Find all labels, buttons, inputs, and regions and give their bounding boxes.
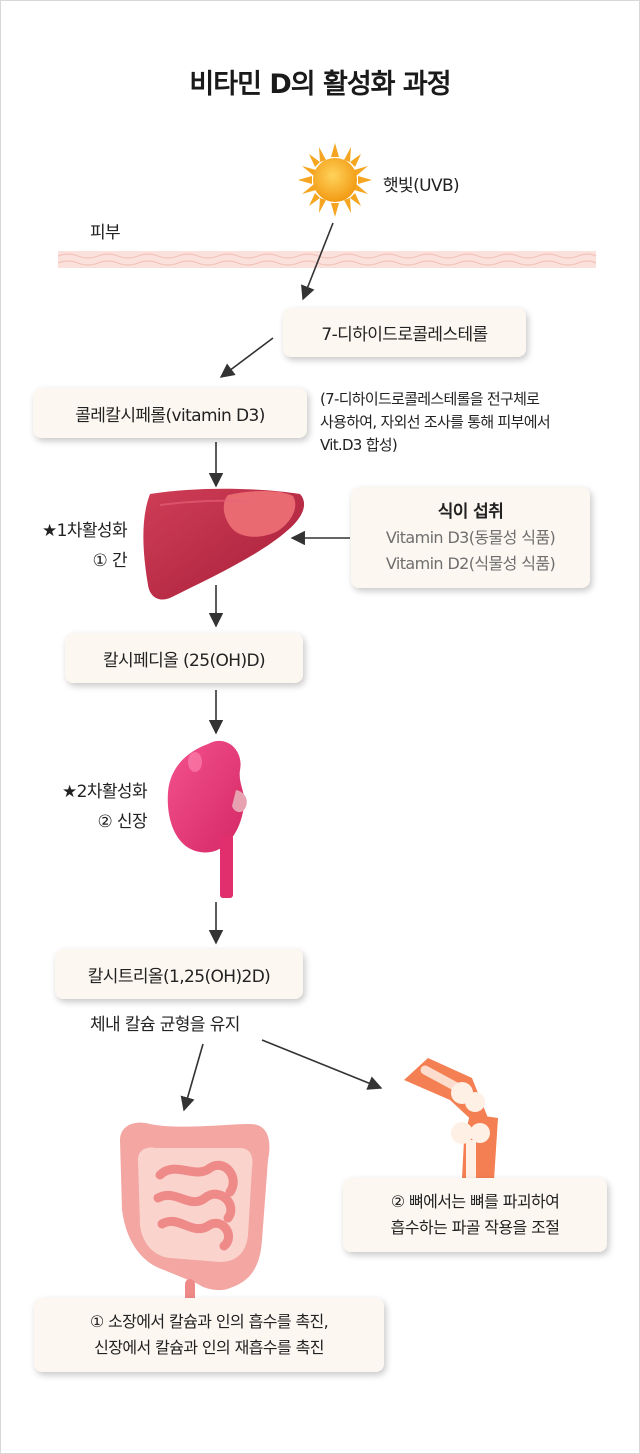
diet-title: 식이 섭취	[437, 501, 504, 522]
bone-effect-line: ② 뼈에서는 뼈를 파괴하여	[390, 1192, 560, 1211]
box-intestine-effect: ① 소장에서 칼슘과 인의 흡수를 촉진, 신장에서 칼슘과 인의 재흡수를 촉…	[34, 1298, 384, 1372]
box-calcifediol-text: 칼시페디올 (25(OH)D)	[102, 650, 266, 671]
d3-note-line: (7-디하이드로콜레스테롤을 전구체로	[320, 390, 540, 408]
box-cholecalciferol: 콜레칼시페롤(vitamin D3)	[33, 388, 307, 438]
intestine-icon	[120, 1122, 270, 1305]
kidney-icon	[167, 740, 247, 898]
bone-joint-icon	[404, 1058, 498, 1180]
box-calcifediol: 칼시페디올 (25(OH)D)	[65, 633, 303, 683]
box-calcitriol-text: 칼시트리올(1,25(OH)2D)	[87, 966, 271, 987]
calcium-balance-note: 체내 칼슘 균형을 유지	[90, 1015, 240, 1035]
diet-d3-line: Vitamin D3(동물성 식품)	[385, 527, 556, 547]
arrow-to-bone	[261, 1039, 383, 1090]
page-title: 비타민 D의 활성화 과정	[189, 69, 451, 100]
sun-icon	[298, 143, 372, 217]
first-activation-label: ★1차활성화	[41, 521, 128, 541]
intestine-effect-line: ① 소장에서 칼슘과 인의 흡수를 촉진,	[89, 1312, 329, 1331]
liver-label: ① 간	[92, 551, 128, 571]
liver-icon	[143, 488, 305, 600]
skin-band	[57, 251, 597, 268]
box-calcitriol: 칼시트리올(1,25(OH)2D)	[55, 949, 303, 999]
sunlight-label: 햇빛(UVB)	[383, 176, 460, 196]
bone-effect-line: 흡수하는 파골 작용을 조절	[390, 1218, 560, 1237]
d3-synthesis-note: (7-디하이드로콜레스테롤을 전구체로 사용하여, 자외선 조사를 통해 피부에…	[320, 388, 620, 457]
diet-d2-line: Vitamin D2(식물성 식품)	[385, 553, 556, 573]
box-7-dehydrocholesterol-text: 7-디하이드로콜레스테롤	[321, 325, 488, 345]
arrow-to-intestine	[180, 1043, 204, 1112]
arrow-sun-to-7dhc	[301, 222, 334, 301]
second-activation-label: ★2차활성화	[61, 782, 148, 802]
skin-label: 피부	[90, 223, 121, 243]
intestine-effect-line: 신장에서 칼슘과 인의 재흡수를 촉진	[94, 1338, 324, 1357]
box-7-dehydrocholesterol: 7-디하이드로콜레스테롤	[283, 308, 526, 357]
d3-note-line: 사용하여, 자외선 조사를 통해 피부에서	[320, 413, 551, 431]
box-cholecalciferol-text: 콜레칼시페롤(vitamin D3)	[75, 405, 265, 426]
kidney-label: ② 신장	[97, 812, 147, 832]
d3-note-line: Vit.D3 합성)	[320, 436, 398, 454]
arrow-7dhc-to-d3	[219, 337, 274, 378]
box-bone-effect: ② 뼈에서는 뼈를 파괴하여 흡수하는 파골 작용을 조절	[343, 1178, 607, 1252]
box-dietary-intake: 식이 섭취 Vitamin D3(동물성 식품) Vitamin D2(식물성 …	[351, 487, 590, 588]
